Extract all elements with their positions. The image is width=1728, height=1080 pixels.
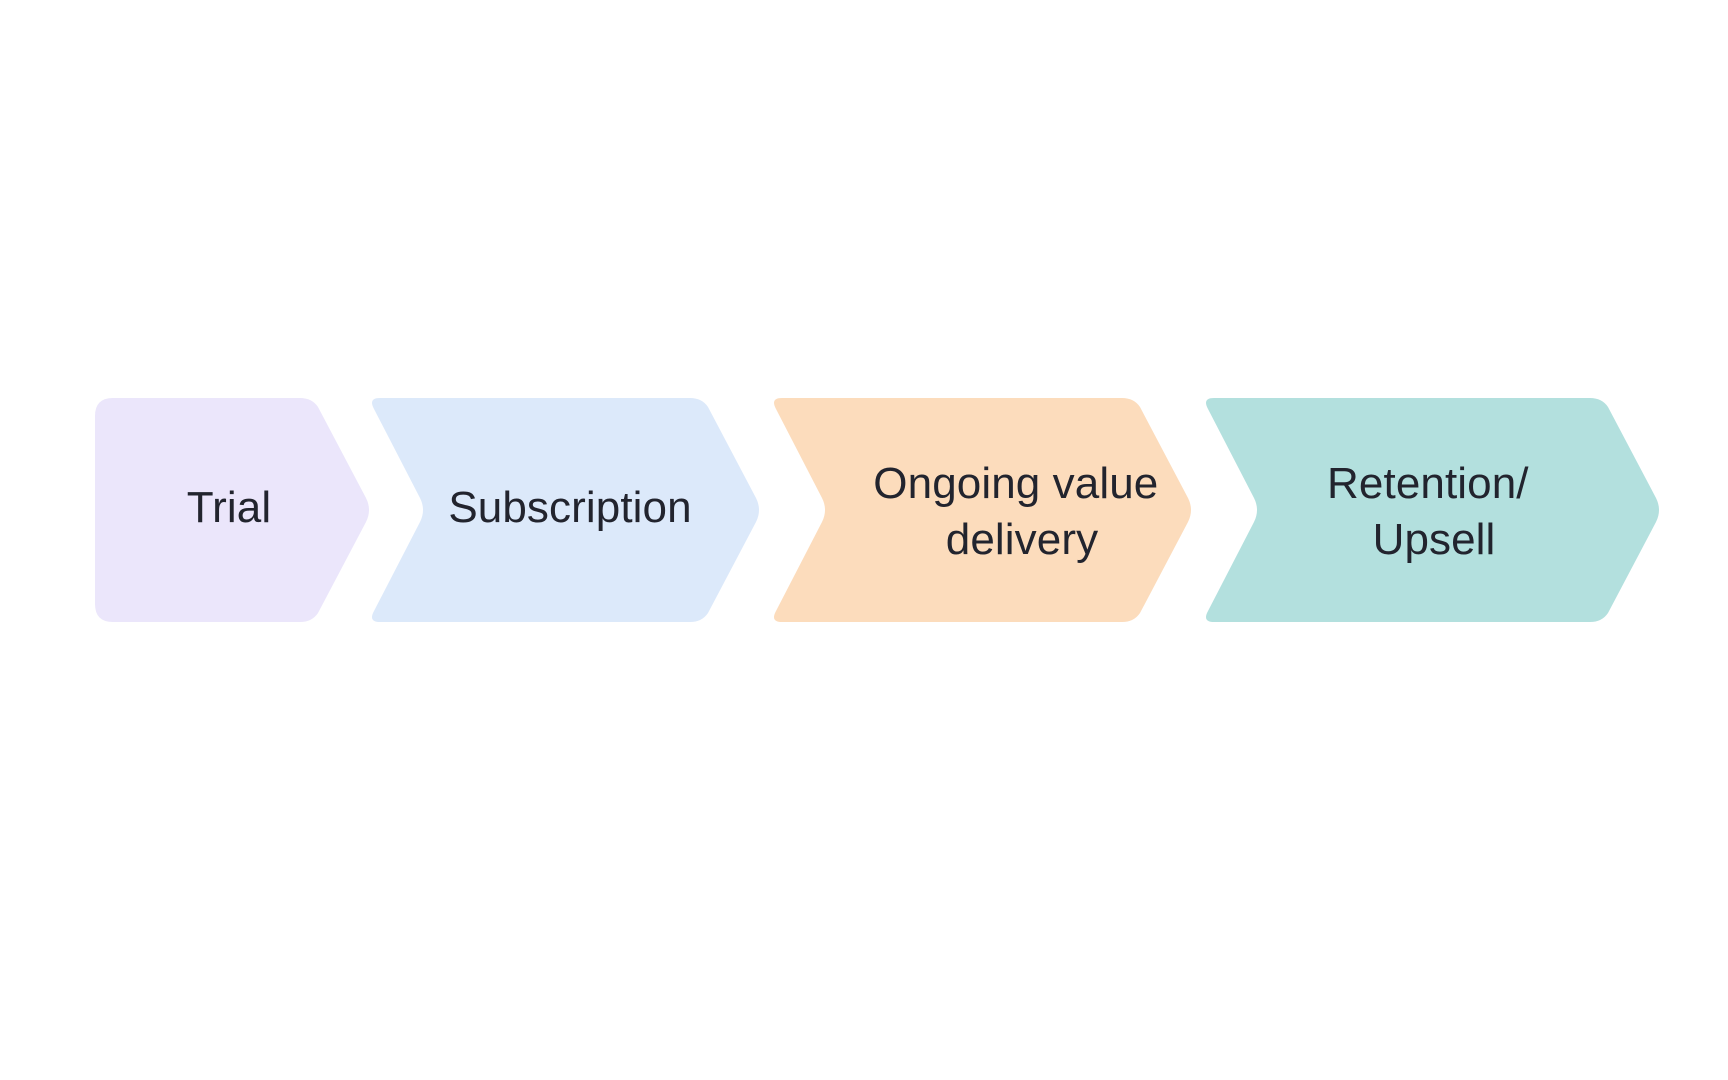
chevron-step-4-shape[interactable] xyxy=(1206,398,1659,622)
chevron-step-1-label: Trial xyxy=(187,483,271,532)
chevron-step-1[interactable]: Trial xyxy=(95,398,369,622)
chevron-step-3-label: Ongoing value delivery xyxy=(873,459,1170,564)
chevron-step-2-shape[interactable] xyxy=(372,398,759,622)
chevron-step-2-label: Subscription xyxy=(448,483,691,532)
chevron-step-2[interactable]: Subscription xyxy=(372,398,759,622)
chevron-step-4-label: Retention/ Upsell xyxy=(1327,459,1541,564)
chevron-step-4[interactable]: Retention/ Upsell xyxy=(1206,398,1659,622)
chevron-step-3[interactable]: Ongoing value delivery xyxy=(774,398,1191,622)
chevron-step-3-shape[interactable] xyxy=(774,398,1191,622)
chevron-step-1-shape[interactable] xyxy=(95,398,369,622)
